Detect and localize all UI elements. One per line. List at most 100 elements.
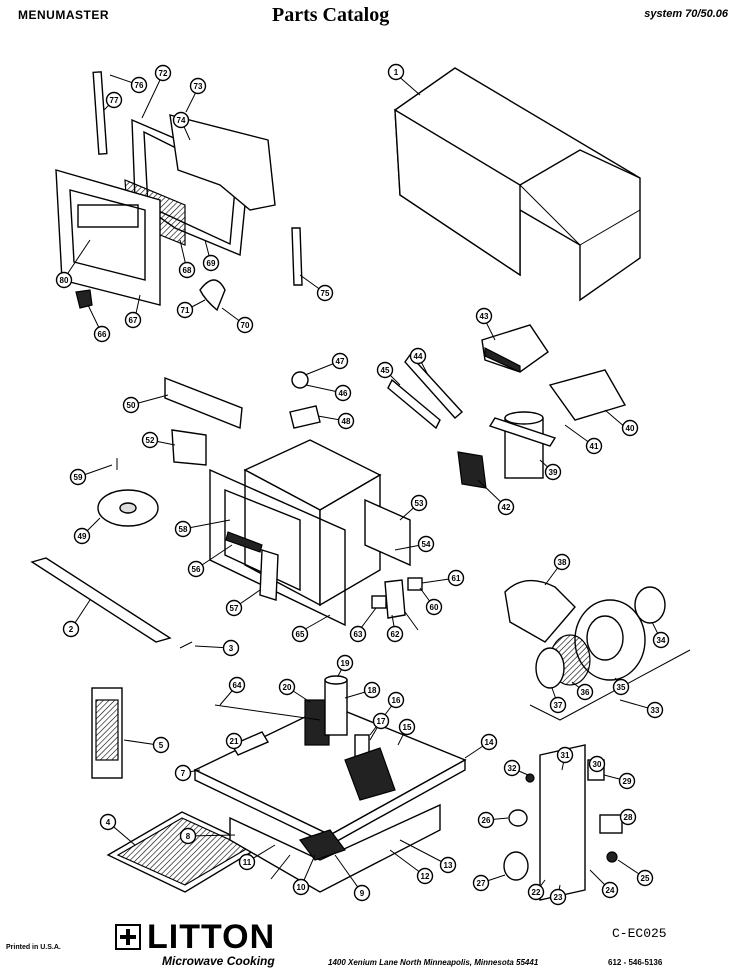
callout-68: 68 [178,261,196,279]
callout-circle [178,261,196,279]
callout-layer: 7672777374180686975666771704347444546485… [55,63,670,906]
callout-circle [398,718,416,736]
callout-45: 45 [376,361,394,379]
callout-circle [409,347,427,365]
callout-label: 69 [207,259,216,268]
callout-59: 59 [69,468,87,486]
callout-77: 77 [105,91,123,109]
callout-71: 71 [176,301,194,319]
callout-47: 47 [331,352,349,370]
callout-label: 49 [78,532,87,541]
oven-cavity [209,439,411,627]
callout-circle [576,683,594,701]
callout-circle [549,696,567,714]
callout-circle [544,463,562,481]
callout-72: 72 [154,64,172,82]
callout-label: 41 [590,442,599,451]
callout-label: 72 [159,69,168,78]
callout-circle [553,553,571,571]
callout-circle [549,888,567,906]
callout-label: 66 [98,330,107,339]
callout-29: 29 [618,772,636,790]
callout-9: 9 [353,884,371,902]
callout-label: 33 [651,706,660,715]
callout-39: 39 [544,463,562,481]
callout-12: 12 [416,867,434,885]
callout-circle [447,569,465,587]
callout-circle [652,631,670,649]
callout-label: 35 [617,683,626,692]
callout-label: 67 [129,316,138,325]
callout-label: 13 [444,861,453,870]
callout-3: 3 [222,639,240,657]
callout-label: 75 [321,289,330,298]
callout-label: 54 [422,540,431,549]
callout-label: 56 [192,565,201,574]
callout-circle [588,755,606,773]
callout-circle [372,712,390,730]
callout-label: 62 [391,630,400,639]
callout-31: 31 [556,746,574,764]
electrical-panel [503,744,623,901]
callout-circle [176,301,194,319]
callout-label: 1 [394,68,399,77]
callout-circle [387,691,405,709]
magnetron [457,411,557,489]
callout-circle [238,853,256,871]
callout-circle [336,654,354,672]
callout-41: 41 [585,437,603,455]
callout-label: 2 [69,625,74,634]
outer-cabinet [394,67,641,302]
callout-22: 22 [527,883,545,901]
callout-36: 36 [576,683,594,701]
callout-label: 9 [360,889,365,898]
system-number: system 70/50.06 [644,8,728,20]
callout-label: 80 [60,276,69,285]
logo-subtitle: Microwave Cooking [162,954,275,968]
callout-circle [636,869,654,887]
callout-circle [387,63,405,81]
callout-circle [503,759,521,777]
callout-35: 35 [612,678,630,696]
callout-circle [291,625,309,643]
callout-label: 60 [430,603,439,612]
callout-label: 20 [283,683,292,692]
callout-label: 47 [336,357,345,366]
callout-label: 17 [377,717,386,726]
callout-circle [228,676,246,694]
callout-63: 63 [349,625,367,643]
callout-circle [73,527,91,545]
callout-20: 20 [278,678,296,696]
callout-54: 54 [417,535,435,553]
callout-label: 37 [554,701,563,710]
callout-label: 30 [593,760,602,769]
callout-circle [154,64,172,82]
callout-7: 7 [174,764,192,782]
callout-circle [585,437,603,455]
callout-label: 10 [297,883,306,892]
callout-label: 46 [339,389,348,398]
callout-circle [376,361,394,379]
door-assembly [55,71,303,312]
callout-52: 52 [141,431,159,449]
callout-16: 16 [387,691,405,709]
callout-circle [122,396,140,414]
callout-label: 16 [392,696,401,705]
callout-label: 40 [626,424,635,433]
callout-label: 28 [624,813,633,822]
callout-circle [618,772,636,790]
callout-label: 53 [415,499,424,508]
callout-label: 38 [558,558,567,567]
callout-circle [472,874,490,892]
callout-26: 26 [477,811,495,829]
document-code: C-EC025 [612,926,667,941]
callout-label: 71 [181,306,190,315]
callout-label: 43 [480,312,489,321]
callout-label: 29 [623,777,632,786]
callout-circle [334,384,352,402]
callout-label: 26 [482,816,491,825]
callout-circle [278,678,296,696]
callout-label: 7 [181,769,186,778]
callout-60: 60 [425,598,443,616]
callout-48: 48 [337,412,355,430]
